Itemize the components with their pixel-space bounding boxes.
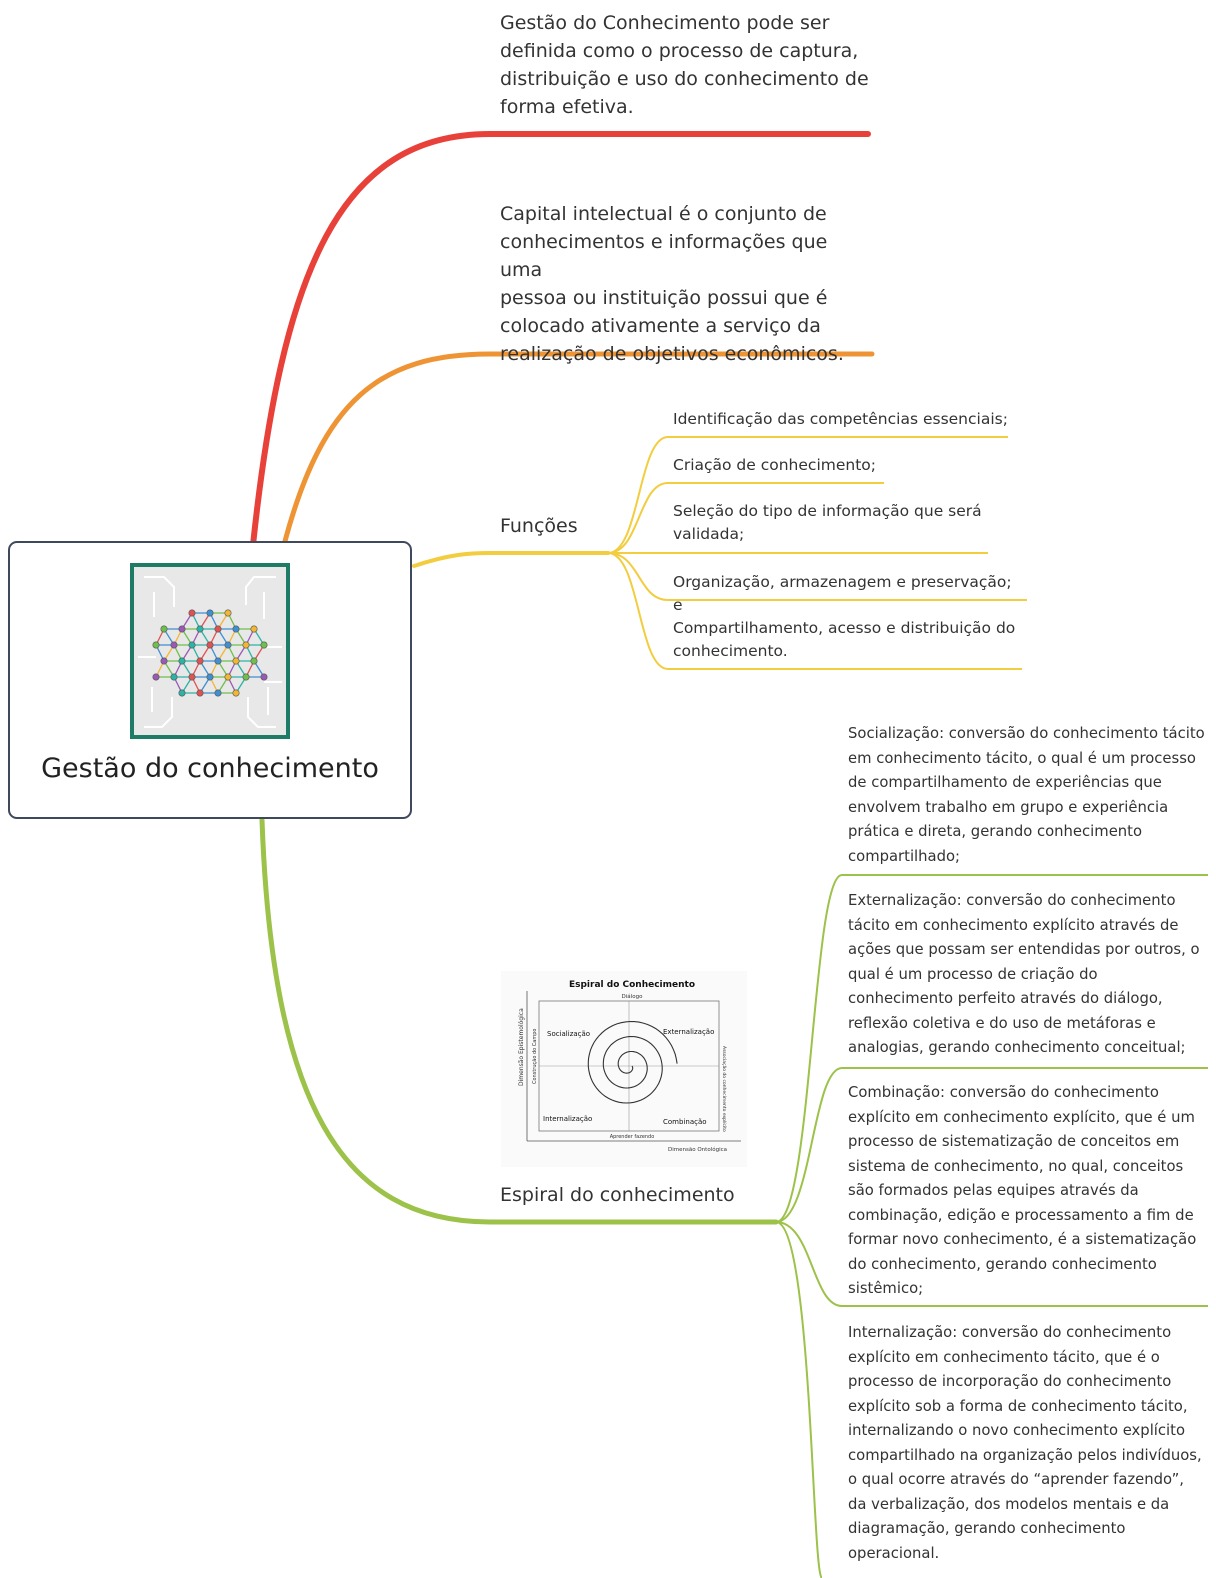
spiral-quadrant-combinacao: Combinação [663,1118,707,1126]
funcoes-item[interactable]: Criação de conhecimento; [673,456,876,474]
funcoes-item[interactable]: Seleção do tipo de informação que será v… [673,502,982,543]
connector-espiral-item [775,874,1208,1223]
connector-espiral-item [775,1067,1208,1223]
funcoes-item[interactable]: Organização, armazenagem e preservação; … [673,573,1012,614]
connector-funcoes-item [607,552,1022,670]
root-title: Gestão do conhecimento [41,753,379,784]
espiral-item-externalizacao[interactable]: Externalização: conversão do conheciment… [848,892,1200,1056]
definition-node[interactable]: Gestão do Conhecimento pode ser definida… [500,12,869,118]
spiral-axis-y-label: Dimensão Epistemológica [518,1008,525,1086]
espiral-item-combinacao[interactable]: Combinação: conversão do conhecimento ex… [848,1084,1197,1297]
connectors-funcoes-items [607,436,1027,670]
spiral-figure-bottom: Aprender fazendo [610,1134,655,1140]
connector-capital [281,351,875,548]
spiral-of-knowledge-figure: Espiral do Conhecimento Diálogo Socializ… [501,971,747,1167]
espiral-item-socializacao[interactable]: Socialização: conversão do conhecimento … [848,725,1205,865]
spiral-quadrant-socializacao: Socialização [547,1030,590,1038]
espiral-item-internalizacao[interactable]: Internalização: conversão do conheciment… [848,1324,1202,1562]
root-node[interactable]: Gestão do conhecimento [8,541,412,819]
spiral-left-inner-label: Construção do Campo [532,1029,538,1084]
spiral-quadrant-internalizacao: Internalização [543,1115,592,1123]
connector-funcoes-item [607,482,884,554]
connector-funcoes-item [607,436,1008,554]
spiral-figure-title: Espiral do Conhecimento [569,980,695,990]
spiral-axis-x-label: Dimensão Ontológica [668,1146,727,1153]
connector-funcoes [412,551,610,568]
brain-network-icon [130,563,290,739]
spiral-quadrant-externalizacao: Externalização [663,1028,714,1036]
connector-espiral [259,817,779,1225]
spiral-figure-top: Diálogo [622,993,644,1000]
capital-intelectual-node[interactable]: Capital intelectual é o conjunto de conh… [500,203,844,365]
funcoes-item[interactable]: Identificação das competências essenciai… [673,410,1008,428]
spiral-right-label: Associação do conhecimento explícito [721,1046,728,1132]
connectors-espiral-items [775,874,1208,1578]
connector-definition [250,131,871,548]
espiral-node[interactable]: Espiral do conhecimento [500,1184,735,1206]
funcoes-node[interactable]: Funções [500,515,578,537]
funcoes-item[interactable]: Compartilhamento, acesso e distribuição … [673,619,1016,660]
connector-espiral-item [775,1221,823,1578]
connector-funcoes-item [607,552,1027,601]
connector-espiral-item [775,1221,1208,1307]
